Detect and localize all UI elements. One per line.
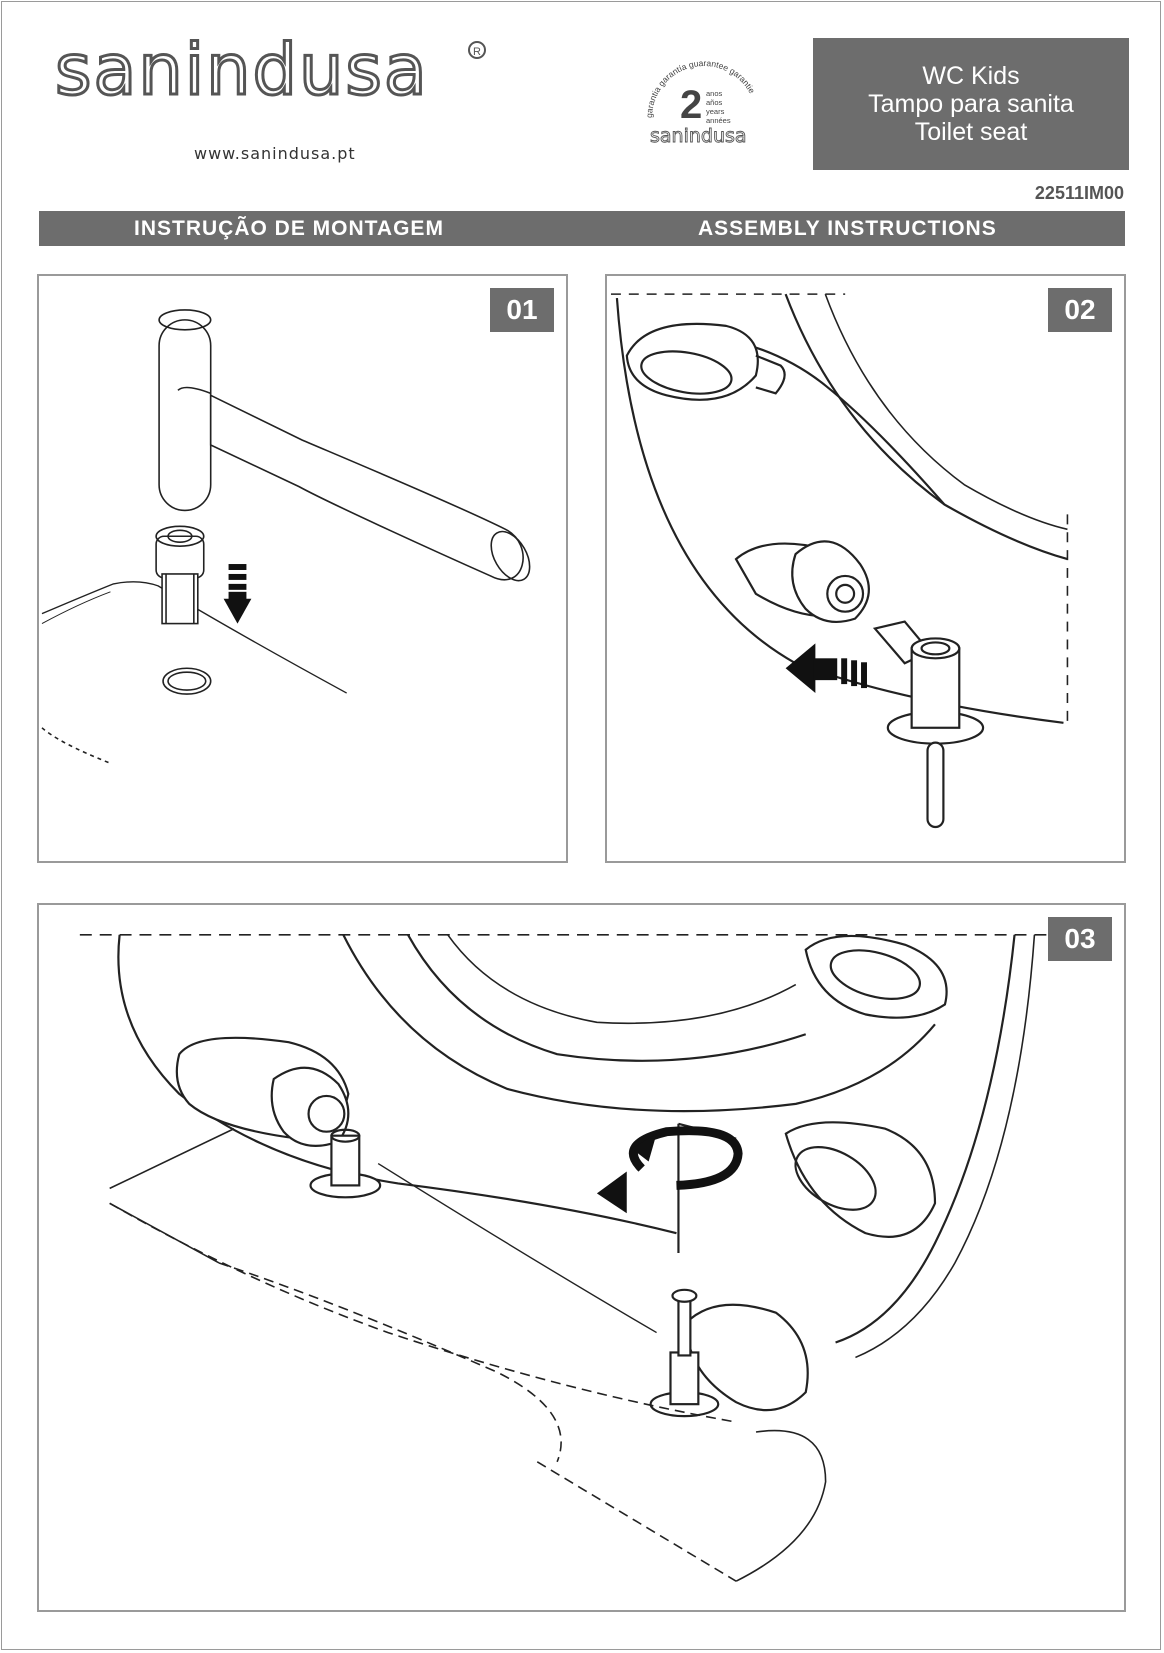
step-01-illustration bbox=[41, 309, 531, 764]
product-title-line-1: WC Kids bbox=[922, 62, 1020, 90]
instructions-band: INSTRUÇÃO DE MONTAGEM ASSEMBLY INSTRUCTI… bbox=[39, 211, 1125, 246]
product-title-line-2: Tampo para sanita bbox=[868, 90, 1074, 118]
step-number-03: 03 bbox=[1048, 917, 1112, 961]
brand-wordmark: sanindusa bbox=[55, 29, 429, 111]
step-03-illustration bbox=[79, 934, 1085, 1582]
step-panel-02: 02 bbox=[605, 274, 1126, 863]
step-number-01: 01 bbox=[490, 288, 554, 332]
step-panel-01: 01 bbox=[37, 274, 568, 863]
product-title-box: WC Kids Tampo para sanita Toilet seat bbox=[813, 38, 1129, 170]
step-number-02: 02 bbox=[1048, 288, 1112, 332]
brand-logo: sanindusa R bbox=[54, 28, 495, 113]
website-url: www.sanindusa.pt bbox=[194, 144, 356, 163]
instructions-label-en: ASSEMBLY INSTRUCTIONS bbox=[698, 217, 997, 240]
warranty-badge: garantia garantía guarantee garantie 2 a… bbox=[638, 56, 770, 156]
warranty-unit-pt: anos bbox=[706, 89, 723, 98]
warranty-brand: sanindusa bbox=[650, 125, 747, 147]
warranty-years-number: 2 bbox=[680, 83, 702, 127]
product-title-line-3: Toilet seat bbox=[914, 118, 1028, 146]
registered-mark: R bbox=[473, 46, 481, 58]
warranty-unit-es: años bbox=[706, 98, 723, 107]
registered-icon bbox=[468, 41, 486, 59]
warranty-unit-fr: années bbox=[706, 116, 731, 125]
warranty-unit-en: years bbox=[706, 107, 725, 116]
instructions-label-pt: INSTRUÇÃO DE MONTAGEM bbox=[134, 217, 444, 240]
step-02-illustration bbox=[610, 293, 1069, 829]
step-panel-03: 03 bbox=[37, 903, 1126, 1612]
document-code: 22511IM00 bbox=[1034, 183, 1124, 203]
